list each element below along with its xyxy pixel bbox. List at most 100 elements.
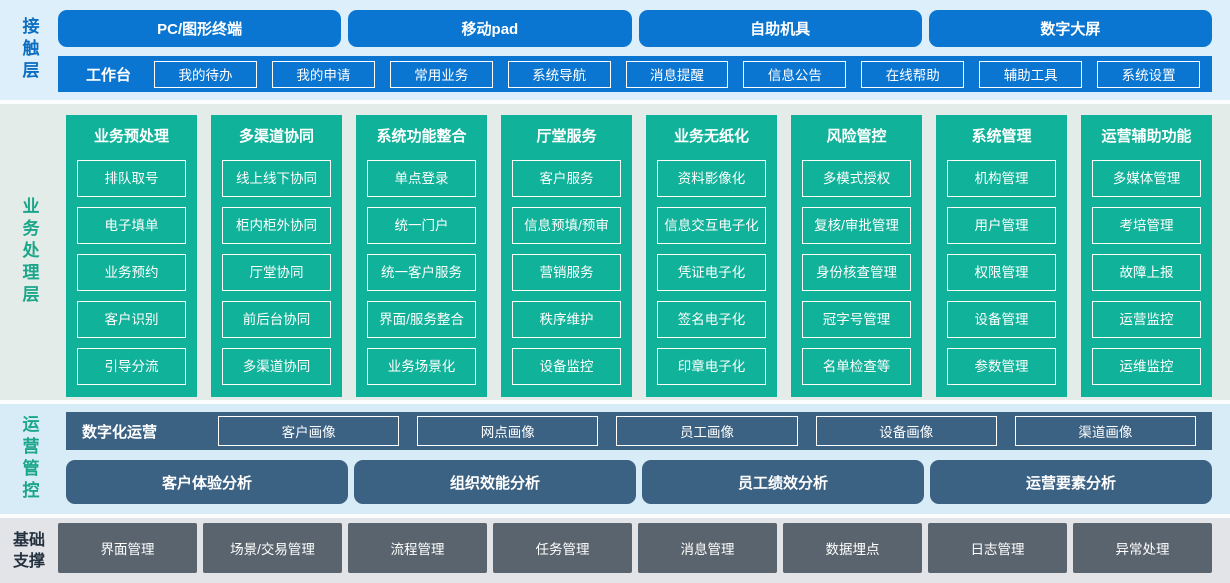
- column-item: 故障上报: [1092, 254, 1201, 291]
- business-layer-section: 业务处理层 业务预处理 排队取号 电子填单 业务预约 客户识别 引导分流 多渠道…: [0, 104, 1230, 400]
- foundation-layer-gutter: 基础支撑: [0, 518, 58, 583]
- column-item: 签名电子化: [657, 301, 766, 338]
- column-item: 单点登录: [367, 160, 476, 197]
- column-item: 复核/审批管理: [802, 207, 911, 244]
- workbench-item-my-applications: 我的申请: [271, 60, 375, 88]
- workbench-item-my-todo: 我的待办: [154, 60, 257, 88]
- terminal-digital-screen: 数字大屏: [928, 10, 1212, 47]
- operations-layer-section: 运营管控 数字化运营 客户画像 网点画像 员工画像 设备画像 渠道画像 客户体验…: [0, 404, 1230, 514]
- analysis-customer-experience: 客户体验分析: [66, 460, 348, 504]
- column-item: 印章电子化: [657, 348, 766, 385]
- foundation-item-exception-handling: 异常处理: [1073, 523, 1212, 573]
- column-title: 系统功能整合: [376, 128, 467, 145]
- foundation-item-scene-transaction: 场景/交易管理: [203, 523, 342, 573]
- profile-item-channel: 渠道画像: [1014, 416, 1197, 446]
- column-item: 界面/服务整合: [367, 301, 476, 338]
- workbench-item-system-navigation: 系统导航: [507, 60, 611, 88]
- foundation-layer-label: 基础支撑: [12, 531, 45, 570]
- column-item: 机构管理: [947, 160, 1056, 197]
- column-item: 前后台协同: [222, 301, 331, 338]
- column-item: 多媒体管理: [1092, 160, 1201, 197]
- terminal-pc: PC/图形终端: [58, 10, 342, 47]
- profile-item-device: 设备画像: [815, 416, 997, 446]
- column-title: 多渠道协同: [238, 128, 314, 145]
- column-item: 多渠道协同: [222, 348, 331, 385]
- workbench-item-online-help: 在线帮助: [861, 60, 965, 88]
- column-title: 风险管控: [826, 128, 887, 145]
- column-title: 业务预处理: [93, 128, 169, 145]
- column-item: 柜内柜外协同: [222, 207, 331, 244]
- business-column-multichannel: 多渠道协同 线上线下协同 柜内柜外协同 厅堂协同 前后台协同 多渠道协同: [211, 115, 342, 397]
- column-item: 资料影像化: [657, 160, 766, 197]
- operations-layer-label: 运营管控: [19, 415, 39, 503]
- workbench-label: 工作台: [86, 66, 132, 84]
- column-item: 信息交互电子化: [657, 207, 766, 244]
- workbench-item-auxiliary-tools: 辅助工具: [979, 60, 1083, 88]
- column-item: 厅堂协同: [222, 254, 331, 291]
- column-title: 运营辅助功能: [1101, 128, 1192, 145]
- column-item: 运维监控: [1092, 348, 1201, 385]
- profile-item-employee: 员工画像: [616, 416, 798, 446]
- column-item: 设备监控: [512, 348, 621, 385]
- business-layer-label: 业务处理层: [19, 197, 39, 307]
- column-item: 客户识别: [77, 301, 186, 338]
- contact-layer-label: 接触层: [19, 17, 39, 83]
- column-item: 名单检查等: [802, 348, 911, 385]
- profile-item-customer: 客户画像: [218, 416, 400, 446]
- column-title: 业务无纸化: [673, 128, 749, 145]
- column-item: 用户管理: [947, 207, 1056, 244]
- column-item: 设备管理: [947, 301, 1056, 338]
- profile-item-branch: 网点画像: [417, 416, 599, 446]
- workbench-item-common-business: 常用业务: [389, 60, 493, 88]
- column-item: 引导分流: [77, 348, 186, 385]
- foundation-item-ui-management: 界面管理: [58, 523, 197, 573]
- column-item: 参数管理: [947, 348, 1056, 385]
- workbench-item-message-reminder: 消息提醒: [625, 60, 729, 88]
- foundation-item-task-management: 任务管理: [493, 523, 632, 573]
- terminal-row: PC/图形终端 移动pad 自助机具 数字大屏: [58, 10, 1212, 47]
- column-item: 电子填单: [77, 207, 186, 244]
- digital-operations-bar: 数字化运营 客户画像 网点画像 员工画像 设备画像 渠道画像: [66, 412, 1212, 450]
- column-item: 统一门户: [367, 207, 476, 244]
- contact-layer-section: 接触层 PC/图形终端 移动pad 自助机具 数字大屏 工作台 我的待办 我的申…: [0, 0, 1230, 100]
- foundation-items: 界面管理 场景/交易管理 流程管理 任务管理 消息管理 数据埋点 日志管理 异常…: [58, 523, 1212, 573]
- business-column-risk-control: 风险管控 多模式授权 复核/审批管理 身份核查管理 冠字号管理 名单检查等: [791, 115, 922, 397]
- column-item: 凭证电子化: [657, 254, 766, 291]
- column-item: 多模式授权: [802, 160, 911, 197]
- analysis-operation-elements: 运营要素分析: [930, 460, 1212, 504]
- business-columns: 业务预处理 排队取号 电子填单 业务预约 客户识别 引导分流 多渠道协同 线上线…: [66, 115, 1212, 397]
- column-title: 厅堂服务: [536, 128, 597, 145]
- column-item: 业务预约: [77, 254, 186, 291]
- column-item: 运营监控: [1092, 301, 1201, 338]
- column-item: 秩序维护: [512, 301, 621, 338]
- business-column-pretreatment: 业务预处理 排队取号 电子填单 业务预约 客户识别 引导分流: [66, 115, 197, 397]
- column-item: 线上线下协同: [222, 160, 331, 197]
- column-item: 身份核查管理: [802, 254, 911, 291]
- column-item: 冠字号管理: [802, 301, 911, 338]
- analysis-organization-efficiency: 组织效能分析: [354, 460, 636, 504]
- column-item: 考培管理: [1092, 207, 1201, 244]
- analysis-row: 客户体验分析 组织效能分析 员工绩效分析 运营要素分析: [66, 460, 1212, 504]
- business-column-lobby-service: 厅堂服务 客户服务 信息预填/预审 营销服务 秩序维护 设备监控: [501, 115, 632, 397]
- column-item: 客户服务: [512, 160, 621, 197]
- column-item: 信息预填/预审: [512, 207, 621, 244]
- business-column-paperless: 业务无纸化 资料影像化 信息交互电子化 凭证电子化 签名电子化 印章电子化: [646, 115, 777, 397]
- business-layer-gutter: 业务处理层: [0, 104, 58, 400]
- foundation-item-message-management: 消息管理: [638, 523, 777, 573]
- column-item: 业务场景化: [367, 348, 476, 385]
- column-item: 排队取号: [77, 160, 186, 197]
- workbench-item-announcements: 信息公告: [743, 60, 847, 88]
- digital-operations-label: 数字化运营: [82, 423, 158, 441]
- foundation-item-data-tracking: 数据埋点: [783, 523, 922, 573]
- workbench-bar: 工作台 我的待办 我的申请 常用业务 系统导航 消息提醒 信息公告 在线帮助 辅…: [58, 56, 1212, 92]
- business-column-system-integration: 系统功能整合 单点登录 统一门户 统一客户服务 界面/服务整合 业务场景化: [356, 115, 487, 397]
- foundation-layer-section: 基础支撑 界面管理 场景/交易管理 流程管理 任务管理 消息管理 数据埋点 日志…: [0, 518, 1230, 583]
- column-item: 统一客户服务: [367, 254, 476, 291]
- analysis-employee-performance: 员工绩效分析: [642, 460, 924, 504]
- column-item: 营销服务: [512, 254, 621, 291]
- business-column-system-management: 系统管理 机构管理 用户管理 权限管理 设备管理 参数管理: [936, 115, 1067, 397]
- workbench-item-system-settings: 系统设置: [1097, 60, 1201, 88]
- contact-layer-gutter: 接触层: [0, 0, 58, 100]
- terminal-self-service: 自助机具: [638, 10, 922, 47]
- business-column-operation-assist: 运营辅助功能 多媒体管理 考培管理 故障上报 运营监控 运维监控: [1081, 115, 1212, 397]
